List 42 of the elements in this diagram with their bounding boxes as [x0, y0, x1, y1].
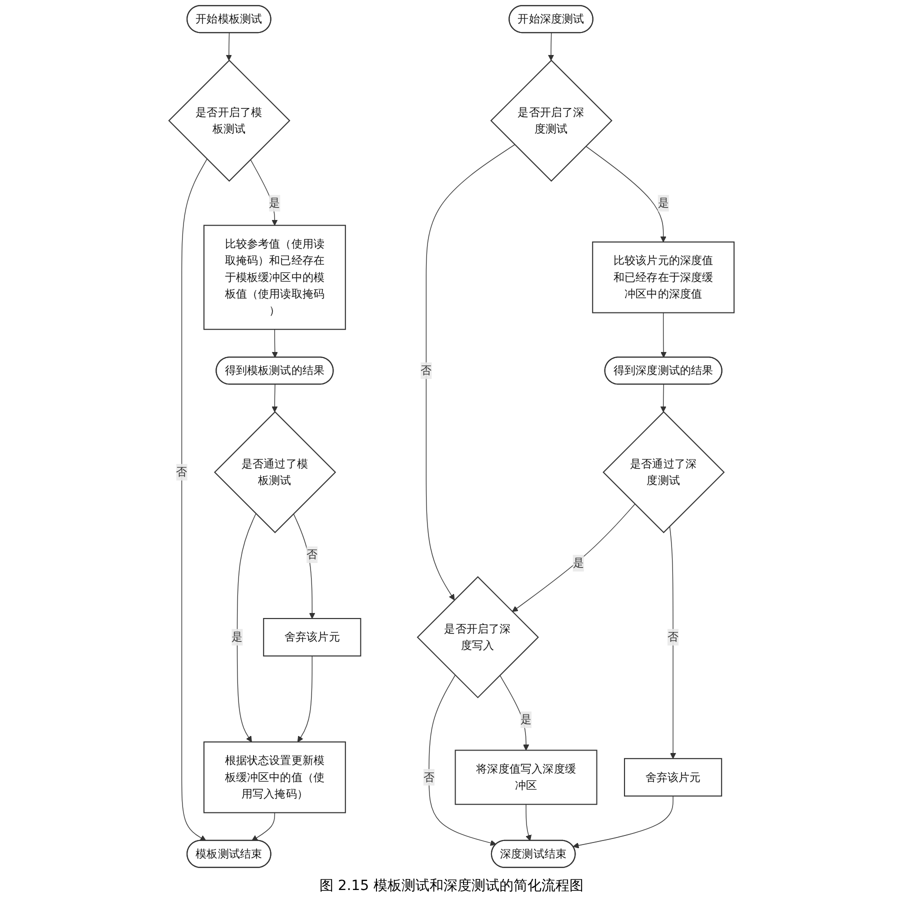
node-box: 将深度值写入深度缓冲区 [454, 750, 598, 805]
edge-label: 是 [658, 196, 669, 210]
node-diamond: 是否开启了深度测试 [490, 60, 612, 182]
edge-label: 是 [572, 556, 584, 570]
edge-label: 否 [667, 630, 679, 644]
edge-label: 否 [420, 364, 432, 377]
node-diamond: 是否通过了深度测试 [602, 411, 725, 534]
node-box: 根据状态设置更新模板缓冲区中的值（使用写入掩码） [203, 741, 346, 814]
arrow [293, 513, 316, 619]
arrow [500, 674, 530, 751]
arrow [428, 674, 496, 846]
node-box: 舍弃该片元 [624, 758, 722, 797]
arrow [226, 32, 232, 61]
node-diamond: 是否开启了深度写入 [416, 576, 539, 698]
edge-label: 是 [232, 630, 243, 644]
arrow [669, 526, 676, 759]
edge-label: 否 [423, 770, 435, 784]
arrow [272, 329, 278, 358]
node-diamond: 是否通过了模板测试 [214, 411, 336, 534]
node-box: 舍弃该片元 [263, 618, 362, 656]
arrow [660, 384, 666, 412]
node-box: 比较该片元的深度值和已经存在于深度缓冲区中的深度值 [592, 241, 735, 314]
arrow [236, 513, 256, 742]
arrow [585, 146, 666, 242]
node-box: 比较参考值（使用读取掩码）和已经存在于模板缓冲区中的模板值（使用读取掩码） [203, 224, 346, 330]
edge-label: 是 [520, 712, 532, 726]
arrow [512, 504, 636, 612]
arrow [181, 158, 208, 842]
edge-label: 否 [176, 465, 188, 478]
arrow [572, 796, 674, 848]
arrow [426, 144, 516, 600]
arrow [250, 159, 278, 226]
arrow [548, 32, 554, 61]
edge-label: 是 [269, 196, 280, 210]
node-diamond: 是否开启了模板测试 [168, 60, 290, 182]
arrow [526, 804, 532, 842]
arrow [297, 656, 312, 742]
edge-label: 否 [306, 548, 318, 561]
figure-caption: 图 2.15 模板测试和深度测试的简化流程图 [319, 877, 584, 896]
arrow [660, 312, 667, 358]
arrow [272, 384, 278, 412]
arrow [252, 812, 276, 842]
